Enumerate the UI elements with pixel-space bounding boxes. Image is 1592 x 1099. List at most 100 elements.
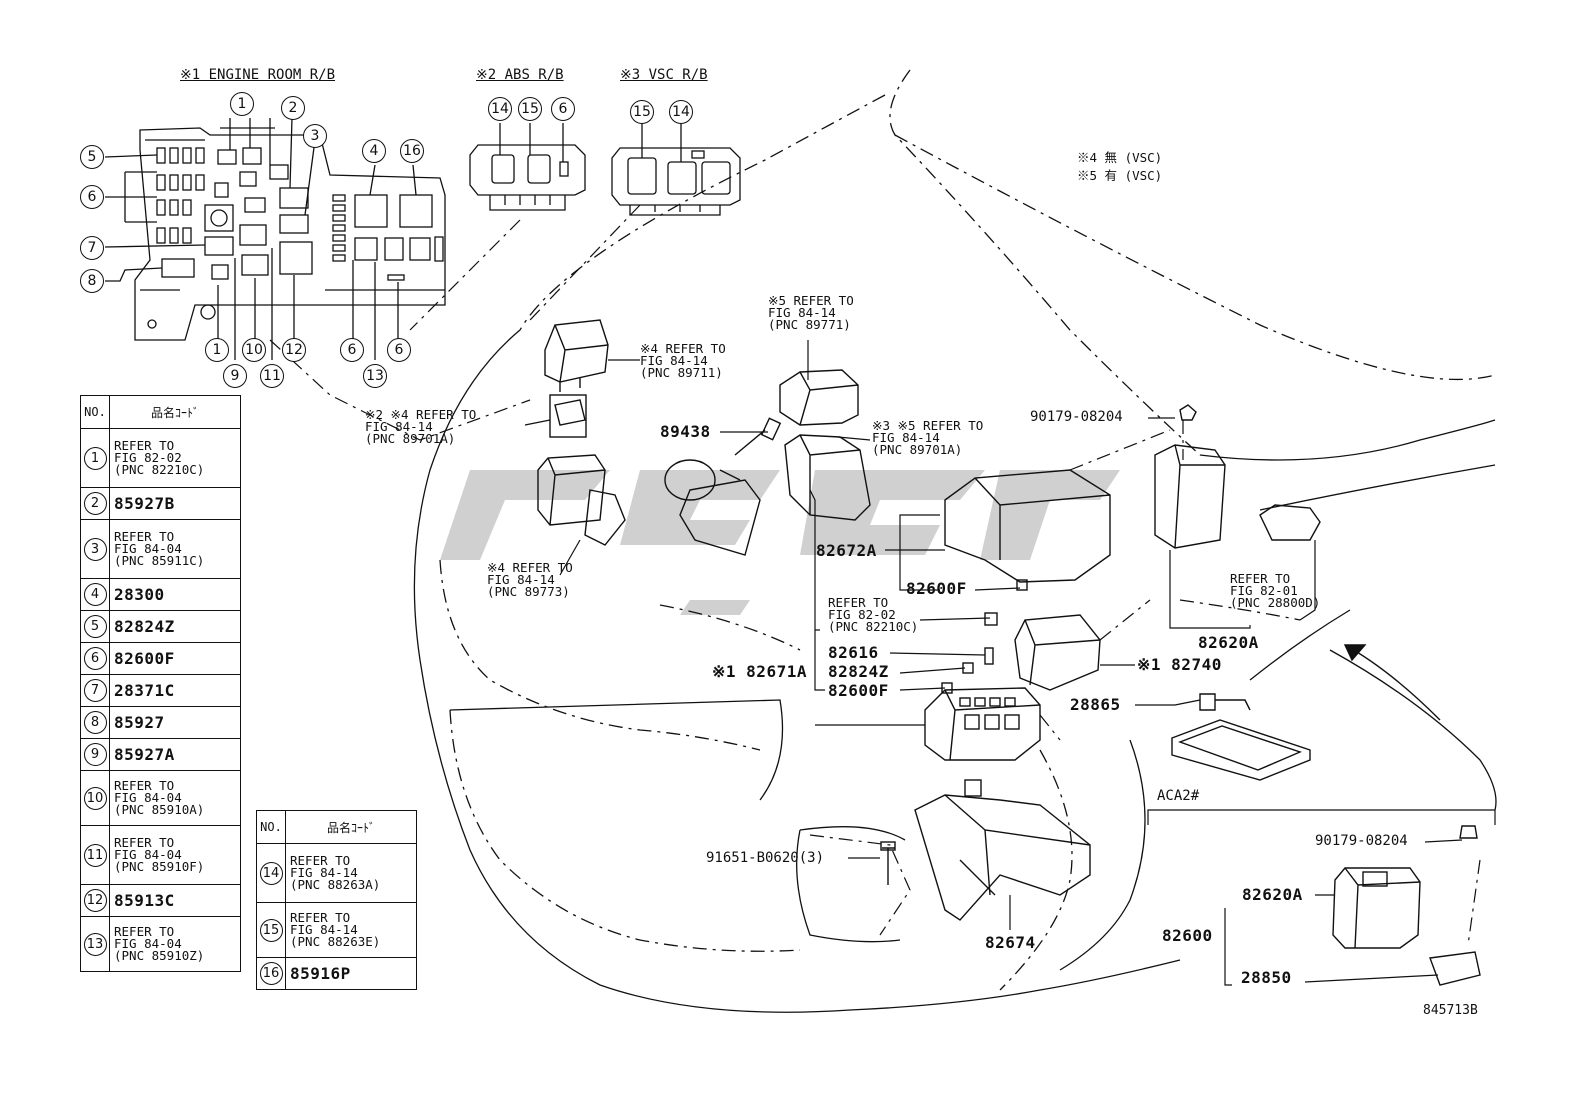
header-no: NO. [80,395,110,429]
row-name: 85913C [109,884,241,917]
part-leaders [524,340,1496,986]
ref-label-89711: ※4 REFER TO FIG 84-14 (PNC 89711) [640,341,726,380]
callout-5: 5 [80,145,104,169]
callout-15-vsc: 15 [630,100,654,124]
part-82600F-a: 82600F [906,579,967,598]
ref-label-82210C: REFER TO FIG 82-02 (PNC 82210C) [828,595,919,634]
aca2-label: ACA2# [1157,788,1200,804]
car-body-outline [413,69,1497,1013]
ref-label-89773: ※4 REFER TO FIG 84-14 (PNC 89773) [487,560,573,599]
leader-lines [269,204,1481,946]
row-name: 28300 [109,578,241,611]
row-no: 8 [83,711,107,734]
note-4: ※4 無 (VSC) [1077,150,1163,165]
part-82600: 82600 [1162,926,1213,945]
part-82671A: ※1 82671A [712,662,807,681]
part-82620A-aca: 82620A [1242,885,1303,904]
row-no: 2 [83,492,107,515]
callout-11: 11 [260,364,284,388]
arrow-head [1343,644,1367,662]
row-no: 13 [83,932,107,956]
callout-3: 3 [303,124,327,148]
main-parts [537,319,1481,986]
callout-1-bottom: 1 [205,338,229,362]
row-name: REFER TO FIG 84-04 (PNC 85911C) [109,519,241,579]
engine-room-relay-block [104,117,446,360]
part-82740: ※1 82740 [1137,655,1222,674]
header-no: NO. [256,810,286,844]
vsc-title: ※3 VSC R/B [620,67,708,83]
row-name: 82600F [109,642,241,675]
row-no: 4 [83,583,107,606]
callout-14-abs: 14 [488,97,512,121]
row-name: 85927 [109,706,241,739]
row-name: REFER TO FIG 84-14 (PNC 88263E) [285,902,417,958]
row-no: 5 [83,615,107,638]
row-name: REFER TO FIG 82-02 (PNC 82210C) [109,428,241,488]
abs-relay-block [469,123,586,211]
callout-14-vsc: 14 [669,100,693,124]
part-90179-top: 90179-08204 [1030,409,1123,425]
callout-6-bottom-b: 6 [387,338,411,362]
callout-16-inset: 16 [400,139,424,163]
engine-room-title: ※1 ENGINE ROOM R/B [180,67,336,83]
part-82616: 82616 [828,643,879,662]
row-name: 85927B [109,487,241,520]
row-name: 28371C [109,674,241,707]
row-no: 16 [259,962,283,985]
ref-label-89701A-right: ※3 ※5 REFER TO FIG 84-14 (PNC 89701A) [872,418,984,457]
part-90179-aca: 90179-08204 [1315,833,1408,849]
table-header: NO. 品名ｺｰﾄﾞ [80,395,241,429]
note-5: ※5 有 (VSC) [1077,168,1163,183]
row-name: 85927A [109,738,241,771]
part-82672A: 82672A [816,541,877,560]
header-name: 品名ｺｰﾄﾞ [109,395,241,429]
part-82824Z: 82824Z [828,662,889,681]
row-no: 3 [83,537,107,561]
part-89438: 89438 [660,422,711,441]
part-82674: 82674 [985,933,1036,952]
callout-6-abs: 6 [551,97,575,121]
header-name: 品名ｺｰﾄﾞ [285,810,417,844]
abs-title: ※2 ABS R/B [476,67,564,83]
row-no: 9 [83,743,107,766]
row-no: 12 [83,889,107,912]
callout-7: 7 [80,236,104,260]
ref-label-89701A-left: ※2 ※4 REFER TO FIG 84-14 (PNC 89701A) [365,407,477,446]
callout-6-bottom-a: 6 [340,338,364,362]
row-name: REFER TO FIG 84-04 (PNC 85910Z) [109,916,241,972]
row-no: 6 [83,647,107,670]
vsc-relay-block [611,123,741,216]
diagram-id: 845713B [1423,1003,1478,1018]
callout-6-left: 6 [80,185,104,209]
part-82600F-b: 82600F [828,681,889,700]
callout-10: 10 [242,338,266,362]
row-no: 10 [83,786,107,810]
row-no: 7 [83,679,107,702]
callout-1-top: 1 [230,92,254,116]
row-name: REFER TO FIG 84-14 (PNC 88263A) [285,843,417,903]
row-no: 14 [259,861,283,885]
callout-13: 13 [363,364,387,388]
row-no: 1 [83,446,107,470]
callout-2: 2 [281,96,305,120]
